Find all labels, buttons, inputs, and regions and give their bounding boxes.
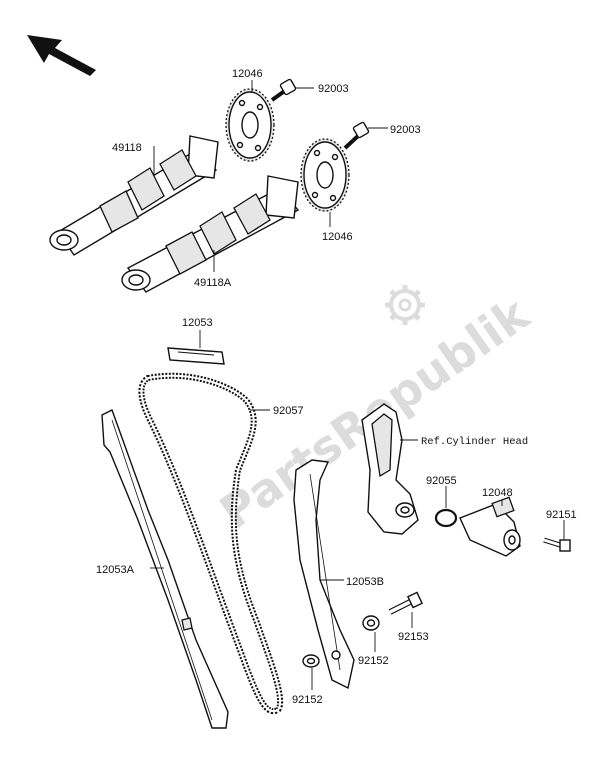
camshaft-sprocket-upper: [225, 88, 275, 162]
o-ring: [434, 508, 458, 528]
label-camshaft-exhaust: 49118: [112, 142, 142, 154]
sprocket-bolt-upper: [270, 78, 297, 102]
label-collar-lower: 92152: [292, 694, 323, 706]
label-sprocket-upper: 12046: [232, 68, 263, 80]
cam-chain-tensioner: [459, 496, 521, 557]
label-pivot-bolt: 92153: [398, 631, 429, 643]
leader-lines: [150, 80, 565, 690]
collar-lower: [302, 654, 320, 668]
collar-upper: [362, 615, 380, 631]
label-camshaft-intake: 49118A: [194, 277, 232, 289]
chain-guide-top: [167, 347, 225, 365]
label-chain-guide-right: 12053B: [346, 576, 384, 588]
tensioner-bolt: [543, 537, 571, 552]
label-sprocket-lower: 12046: [322, 231, 353, 243]
label-chain-guide-top: 12053: [182, 317, 213, 329]
cam-chain: [138, 372, 284, 715]
camshaft-sprocket-lower: [300, 138, 350, 212]
chain-guide-left: [101, 409, 229, 729]
camshaft-exhaust: [49, 135, 219, 256]
label-bolt-lower: 92003: [390, 124, 421, 136]
camshaft-intake: [121, 175, 300, 293]
label-chain-guide-left: 12053A: [96, 564, 135, 576]
label-reference-note: Ref.Cylinder Head: [421, 436, 528, 448]
chain-guide-right: [293, 459, 355, 690]
pivot-bolt: [388, 591, 423, 615]
label-bolt-upper: 92003: [318, 83, 349, 95]
label-collar-upper: 92152: [358, 655, 389, 667]
label-o-ring: 92055: [426, 475, 457, 487]
label-cam-chain: 92057: [273, 405, 304, 417]
cylinder-head-reference: [361, 403, 419, 535]
callout-labels: 12046 92003 49118 92003 12046 49118A 120…: [96, 68, 577, 706]
sprocket-bolt-lower: [343, 121, 370, 150]
label-tensioner: 12048: [482, 487, 513, 499]
gear-watermark-icon: [385, 285, 425, 325]
label-tensioner-bolt: 92151: [546, 509, 577, 521]
direction-arrow-icon: [27, 35, 96, 76]
